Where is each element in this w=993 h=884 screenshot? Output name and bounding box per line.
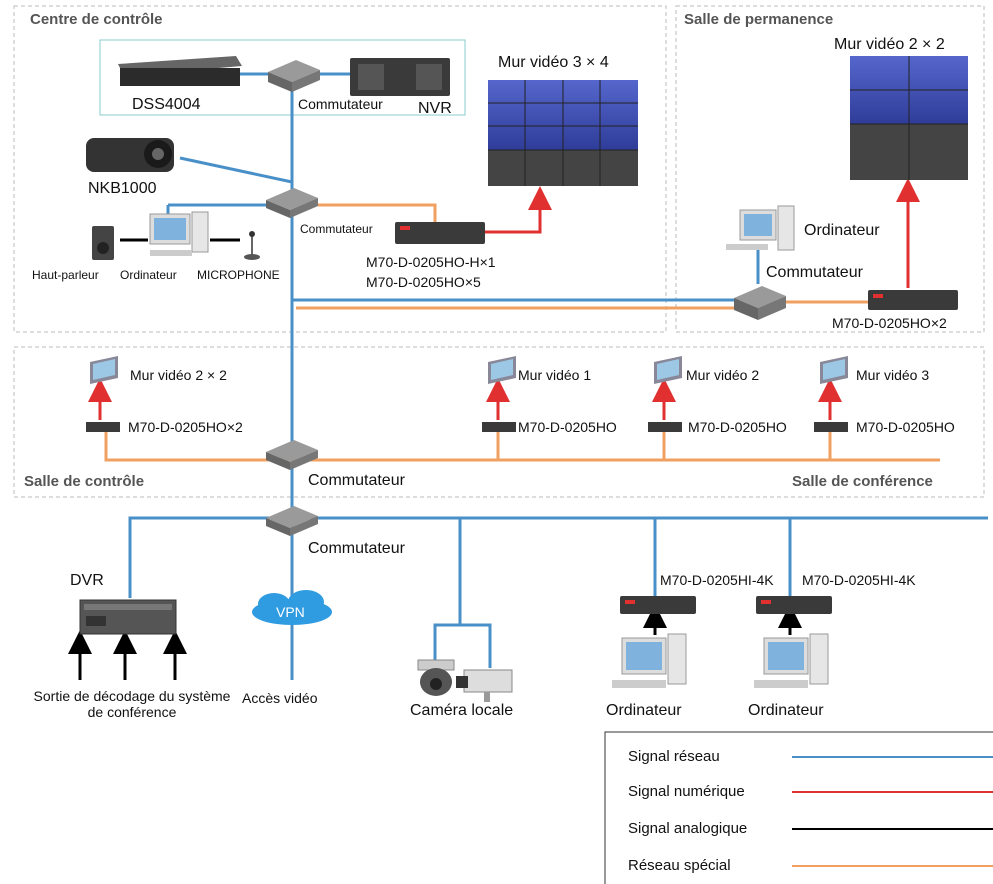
label-computer-bottom-2: Ordinateur (748, 702, 824, 719)
label-dss4004: DSS4004 (132, 96, 201, 113)
computer-cc (149, 211, 209, 256)
label-speaker: Haut-parleur (32, 268, 99, 282)
label-computer-bottom-1: Ordinateur (606, 702, 682, 719)
digital-lines (88, 178, 920, 420)
label-videowall-cc: Mur vidéo 3 × 4 (498, 54, 609, 71)
label-wall-conf-2: Mur vidéo 2 (686, 367, 760, 383)
label-decoder-conf-3: M70-D-0205HO (856, 419, 955, 435)
switch-mid (266, 188, 318, 218)
videowall-2x2-duty (850, 56, 968, 180)
vpn-cloud (252, 590, 332, 625)
monitor-conf-2 (654, 356, 682, 384)
label-wall-conf-1: Mur vidéo 1 (518, 367, 592, 383)
label-vpn: VPN (276, 604, 305, 620)
label-dvr: DVR (70, 572, 104, 589)
legend-label-digital: Signal numérique (628, 783, 745, 800)
label-computer-cc: Ordinateur (120, 268, 177, 282)
label-decoder-conf-2: M70-D-0205HO (688, 419, 787, 435)
zone-duty-room (675, 5, 985, 333)
computer-bottom-2 (754, 633, 829, 688)
monitor-control-room (90, 356, 118, 384)
encoder-2 (756, 596, 832, 614)
label-encoder-1: M70-D-0205HI-4K (660, 572, 774, 588)
decoder-duty (868, 290, 958, 310)
decoder-cc (395, 222, 485, 244)
label-decoder-cc-2: M70-D-0205HO×5 (366, 274, 481, 290)
dss4004-device (118, 56, 242, 86)
decoder-control (86, 422, 120, 432)
label-videowall-duty: Mur vidéo 2 × 2 (834, 36, 945, 53)
label-switch-mid: Commutateur (300, 222, 373, 236)
dss-nvr-frame (99, 39, 466, 116)
label-computer-duty: Ordinateur (804, 222, 880, 239)
nkb1000-device (86, 138, 174, 172)
videowall-3x4 (488, 80, 638, 186)
label-switch-bottom: Commutateur (308, 540, 405, 557)
zone-rooms (13, 346, 985, 498)
nvr-device (350, 58, 450, 96)
legend-label-network: Signal réseau (628, 748, 720, 765)
zone-title-duty-room: Salle de permanence (684, 11, 834, 28)
network-lines (128, 72, 988, 680)
decoder-conf-2 (648, 422, 682, 432)
monitor-conf-1 (488, 356, 516, 384)
label-decoder-duty: M70-D-0205HO×2 (832, 315, 947, 331)
zone-title-conference-room: Salle de conférence (792, 473, 933, 490)
speaker-device (92, 226, 114, 260)
encoder-1 (620, 596, 696, 614)
dome-camera (417, 659, 455, 696)
decoder-conf-3 (814, 422, 848, 432)
switch-rooms (266, 440, 318, 470)
label-nkb1000: NKB1000 (88, 180, 157, 197)
label-local-camera: Caméra locale (410, 702, 514, 719)
decoder-conf-1 (482, 422, 516, 432)
label-microphone: MICROPHONE (197, 268, 280, 282)
switch-bottom (266, 506, 318, 536)
microphone-device (244, 231, 260, 260)
computer-bottom-1 (612, 633, 687, 688)
label-switch-rooms: Commutateur (308, 472, 405, 489)
label-video-access: Accès vidéo (242, 690, 318, 706)
legend-swatches (792, 756, 993, 867)
zone-title-control-room: Salle de contrôle (24, 473, 145, 490)
label-encoder-2: M70-D-0205HI-4K (802, 572, 916, 588)
analog-lines (68, 238, 802, 680)
label-switch-duty: Commutateur (766, 264, 863, 281)
label-nvr: NVR (418, 100, 452, 117)
zone-title-control-center: Centre de contrôle (30, 11, 163, 28)
label-switch-top: Commutateur (298, 96, 383, 112)
label-decoder-cc-1: M70-D-0205HO-H×1 (366, 254, 496, 270)
label-dvr-source: Sortie de décodage du système de confére… (33, 688, 231, 720)
legend-label-analog: Signal analogique (628, 820, 748, 837)
label-decoder-control: M70-D-0205HO×2 (128, 419, 243, 435)
dvr-device (79, 599, 177, 635)
legend-label-special: Réseau spécial (628, 857, 731, 874)
monitor-conf-3 (820, 356, 848, 384)
switch-top (268, 60, 320, 92)
label-wall-conf-3: Mur vidéo 3 (856, 367, 930, 383)
zone-control-center (13, 5, 667, 333)
switch-duty (734, 286, 786, 320)
label-wall-control: Mur vidéo 2 × 2 (130, 367, 227, 383)
label-decoder-conf-1: M70-D-0205HO (518, 419, 617, 435)
special-network-lines (104, 203, 940, 462)
computer-duty (726, 205, 795, 251)
box-camera (456, 669, 513, 702)
